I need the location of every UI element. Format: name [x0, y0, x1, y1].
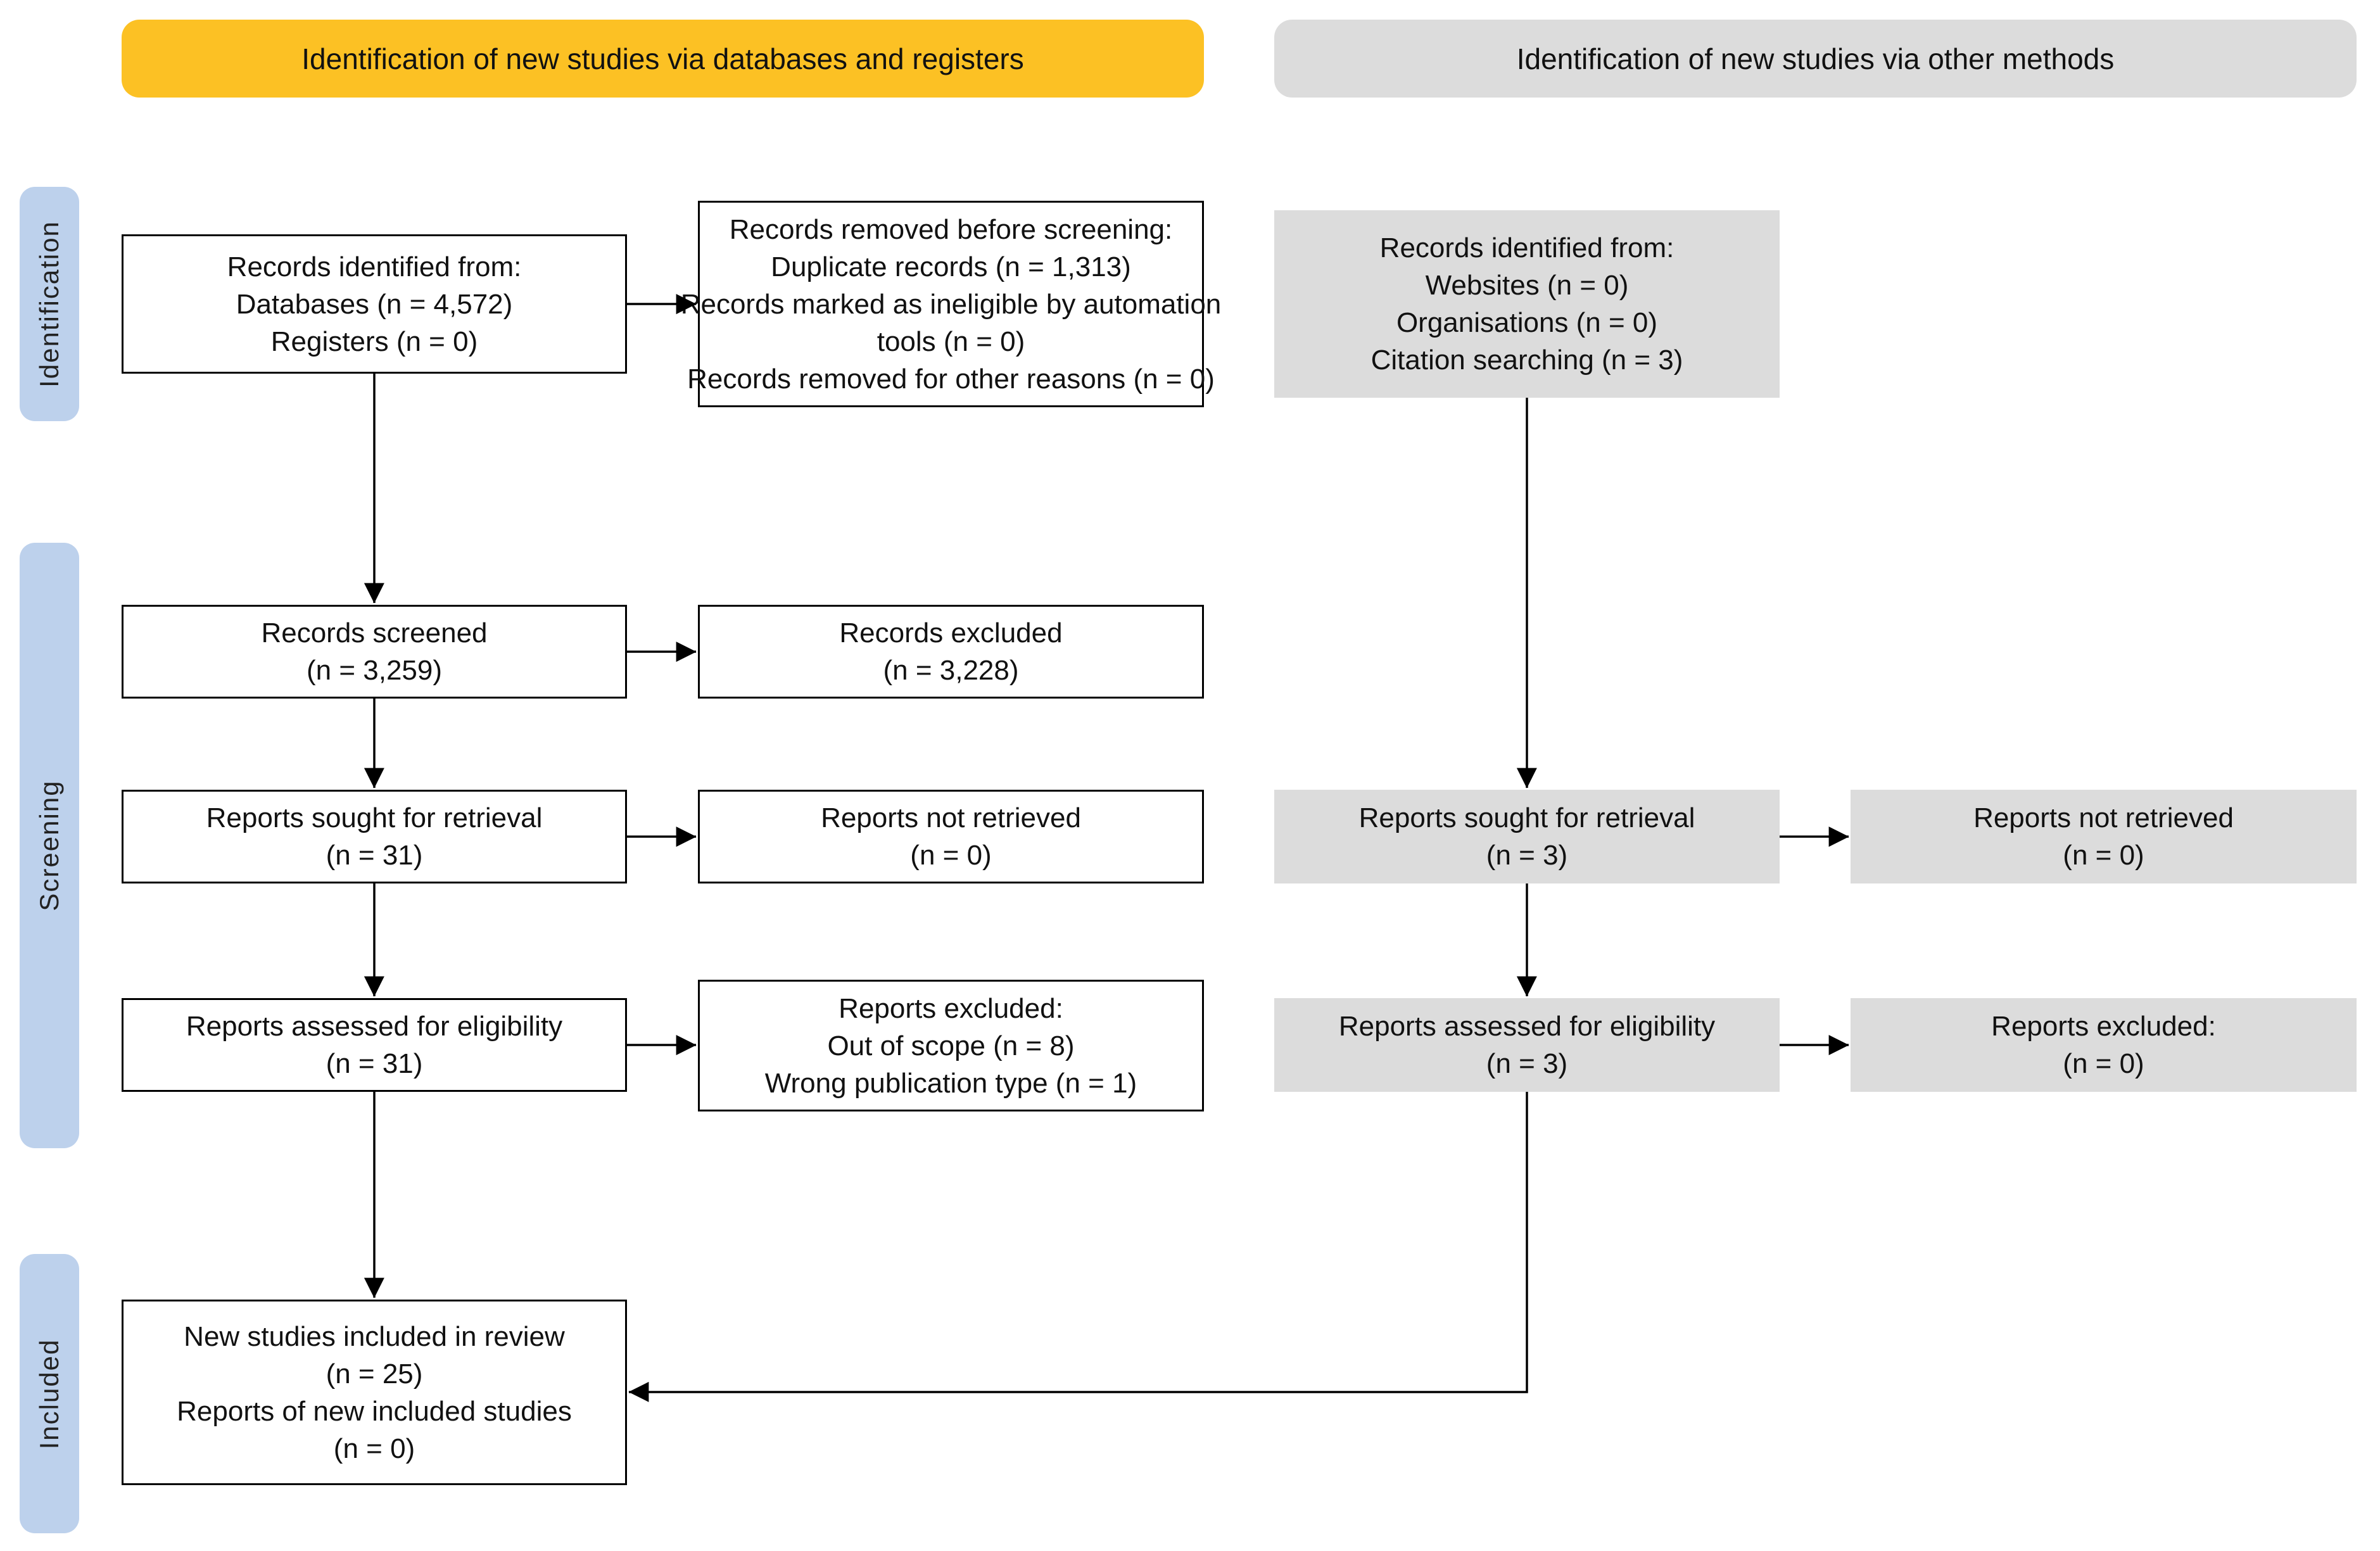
banner-other-methods: Identification of new studies via other …	[1274, 20, 2357, 98]
box-text-line: Reports sought for retrieval	[206, 802, 543, 833]
box-text-line: Reports of new included studies	[177, 1395, 572, 1427]
phase-identification: Identification	[20, 187, 79, 421]
box-text-line: Records marked as ineligible by automati…	[680, 288, 1222, 320]
phase-included: Included	[20, 1254, 79, 1533]
phase-screening: Screening	[20, 543, 79, 1148]
db-reports-excluded-box: Reports excluded: Out of scope (n = 8) Wro…	[698, 980, 1204, 1111]
other-reports-sought-box: Reports sought for retrieval (n = 3)	[1274, 790, 1780, 883]
arrow-other-assessed-to-included	[628, 1092, 1528, 1402]
box-text-line: (n = 3)	[1486, 1048, 1568, 1079]
box-text-line: Reports excluded:	[839, 992, 1063, 1024]
box-text-line: Organisations (n = 0)	[1396, 307, 1658, 338]
box-text-line: Records removed before screening:	[729, 213, 1173, 245]
box-text-line: New studies included in review	[184, 1320, 565, 1352]
other-records-identified-box: Records identified from: Websites (n = 0)…	[1274, 210, 1780, 398]
box-text-line: (n = 0)	[333, 1433, 415, 1464]
box-text-line: (n = 3,259)	[306, 655, 443, 686]
box-text-line: (n = 31)	[326, 1048, 423, 1079]
box-text-line: Websites (n = 0)	[1425, 270, 1629, 301]
other-reports-excluded-box: Reports excluded: (n = 0)	[1851, 998, 2357, 1092]
box-text-line: Duplicate records (n = 1,313)	[771, 251, 1131, 282]
box-text-line: (n = 0)	[2063, 840, 2144, 871]
box-text-line: Records excluded	[839, 617, 1063, 649]
box-text-line: Reports excluded:	[1991, 1011, 2216, 1042]
db-records-screened-box: Records screened (n = 3,259)	[122, 605, 627, 699]
box-text-line: Records screened	[261, 617, 488, 649]
box-text-line: Citation searching (n = 3)	[1370, 345, 1683, 376]
box-text-line: Reports not retrieved	[1973, 802, 2234, 833]
box-text-line: (n = 0)	[910, 840, 992, 871]
box-text-line: (n = 3,228)	[883, 655, 1019, 686]
box-text-line: (n = 0)	[2063, 1048, 2144, 1079]
box-text-line: Registers (n = 0)	[270, 326, 478, 357]
box-text-line: Wrong publication type (n = 1)	[764, 1067, 1137, 1099]
box-text-line: (n = 3)	[1486, 840, 1568, 871]
db-reports-assessed-box: Reports assessed for eligibility (n = 31)	[122, 998, 627, 1092]
box-text-line: Reports not retrieved	[821, 802, 1081, 833]
box-text-line: Records removed for other reasons (n = 0…	[687, 363, 1215, 395]
other-reports-assessed-box: Reports assessed for eligibility (n = 3)	[1274, 998, 1780, 1092]
db-reports-sought-box: Reports sought for retrieval (n = 31)	[122, 790, 627, 883]
box-text-line: Reports assessed for eligibility	[186, 1011, 563, 1042]
box-text-line: Out of scope (n = 8)	[827, 1030, 1075, 1061]
box-text-line: (n = 31)	[326, 840, 423, 871]
box-text-line: Reports assessed for eligibility	[1338, 1011, 1716, 1042]
box-text-line: Records identified from:	[1379, 232, 1674, 263]
banner-databases-label: Identification of new studies via databa…	[301, 42, 1024, 75]
box-text-line: Databases (n = 4,572)	[236, 288, 513, 320]
banner-databases: Identification of new studies via databa…	[122, 20, 1204, 98]
db-records-identified-box: Records identified from: Databases (n = 4…	[122, 234, 627, 374]
box-text-line: Reports sought for retrieval	[1358, 802, 1695, 833]
banner-other-label: Identification of new studies via other …	[1516, 42, 2115, 75]
db-records-removed-box: Records removed before screening: Duplica…	[681, 201, 1221, 407]
db-records-excluded-box: Records excluded (n = 3,228)	[698, 605, 1204, 699]
included-studies-box: New studies included in review (n = 25) Re…	[122, 1300, 627, 1485]
box-text-line: (n = 25)	[326, 1358, 423, 1390]
box-text-line: tools (n = 0)	[877, 326, 1025, 357]
box-text-line: Records identified from:	[227, 251, 522, 282]
other-reports-not-retrieved-box: Reports not retrieved (n = 0)	[1851, 790, 2357, 883]
db-reports-not-retrieved-box: Reports not retrieved (n = 0)	[698, 790, 1204, 883]
